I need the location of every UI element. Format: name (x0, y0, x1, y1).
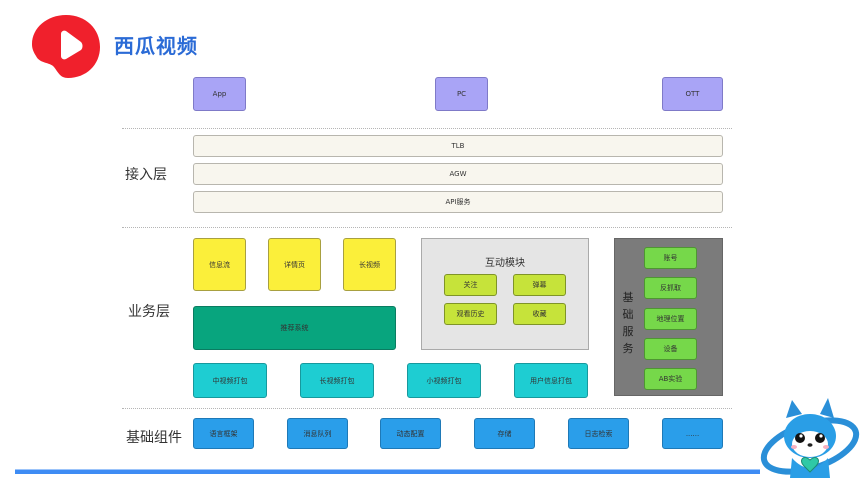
bottom-accent-bar (15, 469, 760, 474)
layer-separator (122, 227, 732, 228)
service-device: 设备 (644, 338, 697, 360)
interaction-favorites: 收藏 (513, 303, 566, 325)
service-geolocation: 地理位置 (644, 308, 697, 330)
interaction-module: 互动模块 关注 弹幕 观看历史 收藏 (421, 238, 589, 350)
packaging-short-video: 小视频打包 (407, 363, 481, 398)
page-detail: 详情页 (268, 238, 321, 291)
component-log-search: 日志检索 (568, 418, 629, 449)
business-layer-title: 业务层 (128, 304, 170, 320)
interaction-module-title: 互动模块 (485, 258, 525, 269)
packaging-long-video: 长视频打包 (300, 363, 374, 398)
access-agw: AGW (193, 163, 723, 185)
client-ott: OTT (662, 77, 723, 111)
access-layer-title: 接入层 (125, 167, 167, 183)
service-anti-crawl: 反抓取 (644, 277, 697, 299)
component-more: ...... (662, 418, 723, 449)
access-tlb: TLB (193, 135, 723, 157)
component-language-framework: 语言框架 (193, 418, 254, 449)
xigua-video-logo-icon (26, 12, 106, 80)
layer-separator (122, 128, 732, 129)
client-pc: PC (435, 77, 488, 111)
interaction-danmaku: 弹幕 (513, 274, 566, 296)
service-ab-test: AB实验 (644, 368, 697, 390)
component-dynamic-config: 动态配置 (380, 418, 441, 449)
base-services-title: 基 础 服 务 (622, 291, 634, 355)
husky-mascot-icon (758, 398, 862, 478)
base-services-panel: 基 础 服 务 账号 反抓取 地理位置 设备 AB实验 (614, 238, 723, 396)
layer-separator (122, 408, 732, 409)
page-long-video: 长视频 (343, 238, 396, 291)
service-account: 账号 (644, 247, 697, 269)
brand-name: 西瓜视频 (114, 34, 198, 58)
packaging-mid-video: 中视频打包 (193, 363, 267, 398)
component-storage: 存储 (474, 418, 535, 449)
component-message-queue: 消息队列 (287, 418, 348, 449)
components-layer-title: 基础组件 (126, 430, 182, 446)
page-feed: 信息流 (193, 238, 246, 291)
interaction-follow: 关注 (444, 274, 497, 296)
packaging-user-info: 用户信息打包 (514, 363, 588, 398)
client-app: App (193, 77, 246, 111)
access-api-service: API服务 (193, 191, 723, 213)
recommendation-system: 推荐系统 (193, 306, 396, 350)
interaction-watch-history: 观看历史 (444, 303, 497, 325)
